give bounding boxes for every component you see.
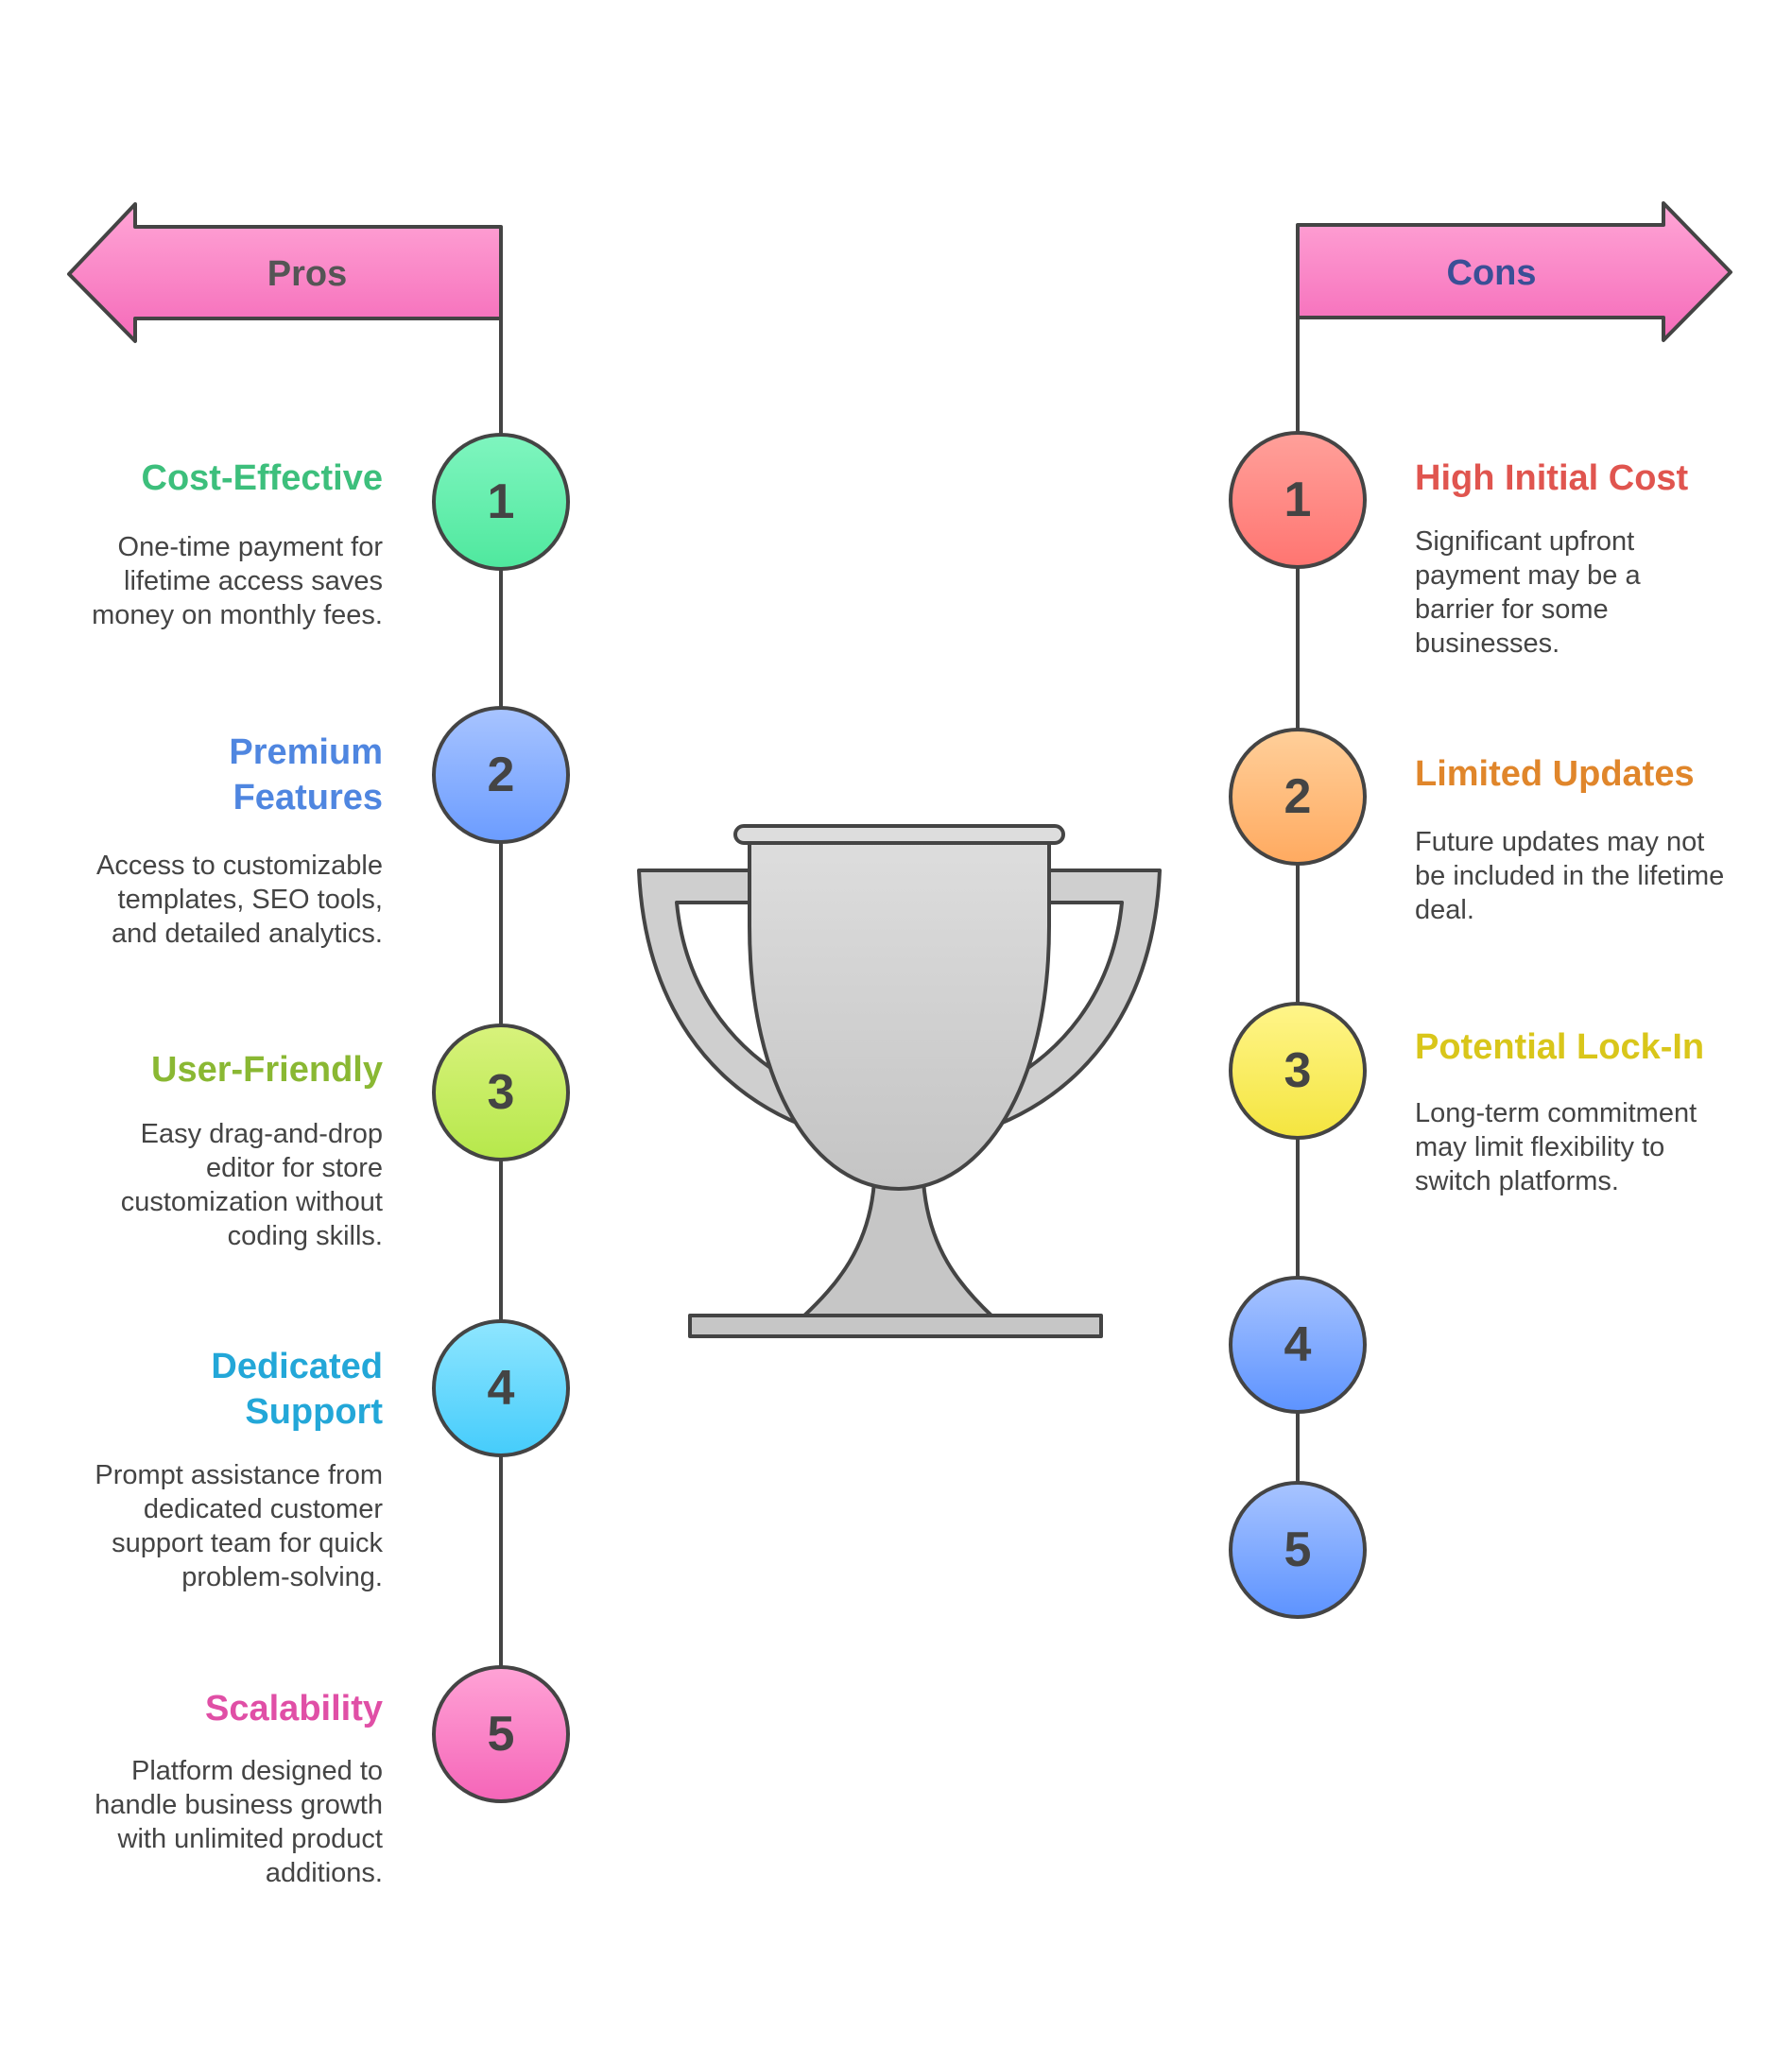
pros-number: 4 [488,1361,515,1416]
pros-number: 2 [488,748,515,802]
cons-item-4: 4 [1229,1276,1367,1414]
pros-description-2: Access to customizable templates, SEO to… [95,851,383,949]
pros-header: Pros [267,254,347,294]
pros-number: 5 [488,1707,515,1762]
pros-item-2: 2 [432,706,570,844]
pros-title-3: User-Friendly [151,1050,383,1090]
trophy-icon [637,824,1162,1338]
cons-description-2: Future updates may not be included in th… [1415,827,1725,925]
pros-description-3: Easy drag-and-drop editor for store cust… [120,1119,383,1251]
pros-item-5: 5 [432,1665,570,1803]
cons-arrow: Cons [1296,201,1732,342]
cons-header: Cons [1447,253,1537,293]
cons-number-circle [1229,1002,1367,1140]
pros-description-5: Platform designed to handle business gro… [95,1756,383,1888]
pros-number-circle [432,1023,570,1161]
pros-number-circle [432,706,570,844]
pros-item-4: 4 [432,1319,570,1457]
cons-number: 2 [1284,769,1312,824]
pros-item-1: 1 [432,433,570,571]
cons-title-2: Limited Updates [1415,754,1695,794]
pros-description-4: Prompt assistance from dedicated custome… [95,1460,383,1592]
cons-number: 4 [1284,1317,1312,1372]
cons-item-2: 2 [1229,728,1367,866]
cons-title-1: High Initial Cost [1415,458,1689,498]
pros-arrow: Pros [67,202,503,343]
pros-title-2: Premium Features [229,732,383,817]
pros-title-5: Scalability [205,1689,383,1729]
cons-number: 5 [1284,1522,1312,1577]
pros-number-circle [432,1319,570,1457]
pros-number: 3 [488,1065,515,1120]
cons-number: 1 [1284,473,1312,527]
cons-number-circle [1229,1481,1367,1619]
cons-item-3: 3 [1229,1002,1367,1140]
cons-item-1: 1 [1229,431,1367,569]
pros-title-1: Cost-Effective [141,458,384,498]
cons-number-circle [1229,431,1367,569]
cons-description-1: Significant upfront payment may be a bar… [1415,526,1641,659]
pros-number: 1 [488,474,515,529]
cons-title-3: Potential Lock-In [1415,1027,1705,1067]
cons-item-5: 5 [1229,1481,1367,1619]
cons-number: 3 [1284,1043,1312,1098]
pros-title-4: Dedicated Support [211,1347,383,1432]
cons-number-circle [1229,728,1367,866]
cons-description-3: Long-term commitment may limit flexibili… [1415,1098,1697,1196]
pros-item-3: 3 [432,1023,570,1161]
pros-number-circle [432,433,570,571]
cons-number-circle [1229,1276,1367,1414]
pros-description-1: One-time payment for lifetime access sav… [92,532,383,630]
pros-number-circle [432,1665,570,1803]
